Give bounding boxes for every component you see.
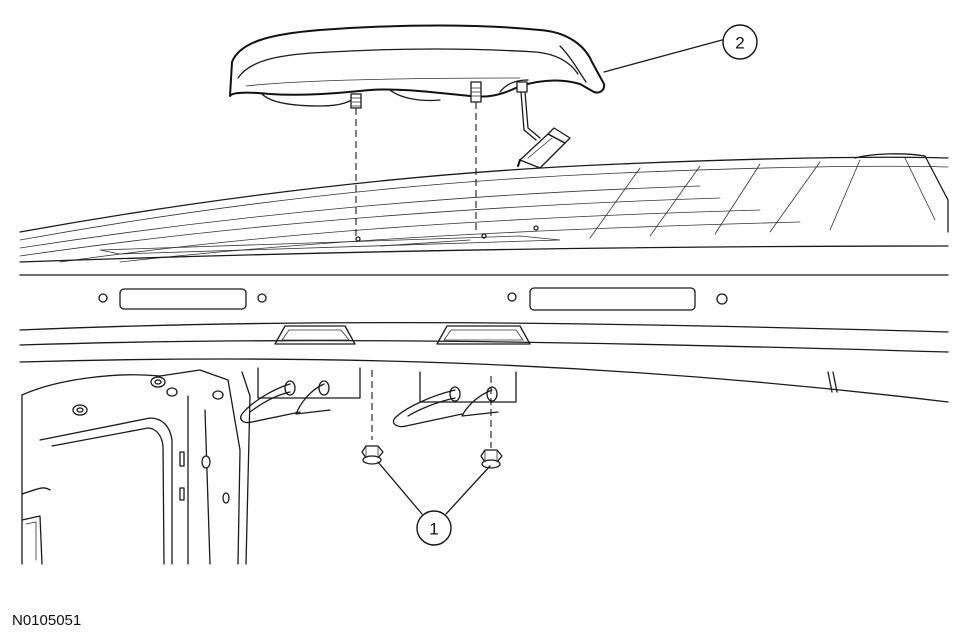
callout-1-label: 1: [429, 520, 438, 539]
door-frame: [21, 369, 251, 565]
nut-right: [480, 449, 503, 469]
high-mounted-stoplamp: [229, 24, 606, 169]
callout-2-circle: [722, 24, 758, 60]
electrical-connector: [516, 81, 571, 169]
callout-1-circle: [416, 510, 452, 546]
figure-id: N0105051: [12, 612, 82, 629]
pillar-bolts: [72, 376, 230, 504]
alignment-lines: [355, 102, 492, 448]
nut-left: [361, 445, 384, 465]
stud-brackets: [240, 367, 517, 428]
callout-2-label: 2: [735, 34, 744, 53]
nuts: [361, 445, 503, 469]
callout-2: 2: [603, 24, 758, 73]
callout-1: 1: [377, 461, 491, 546]
roof-panel: [19, 153, 949, 403]
